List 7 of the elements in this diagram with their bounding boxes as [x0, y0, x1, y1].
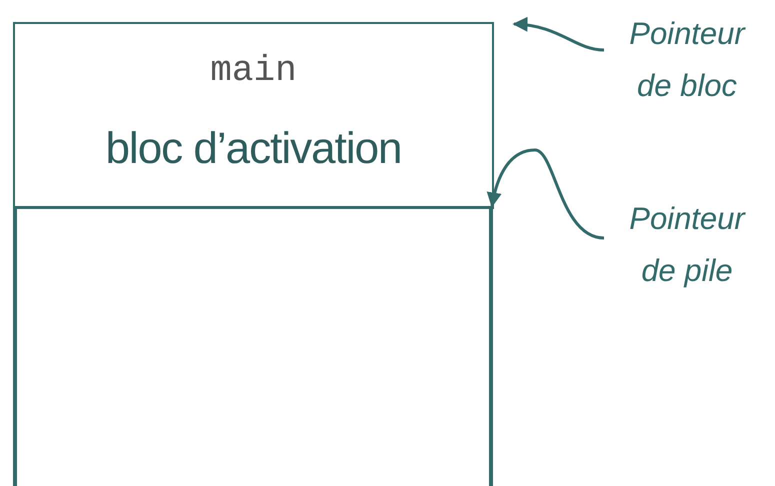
activation-frame [13, 22, 494, 209]
pointer-arrow [512, 17, 604, 52]
pointer-label: Pointeur de bloc [612, 8, 762, 112]
frame-label: bloc d’activation [105, 124, 402, 174]
function-name: main [210, 50, 297, 91]
pointer-arrow [487, 148, 604, 240]
pointer-label: Pointeur de pile [612, 193, 762, 297]
